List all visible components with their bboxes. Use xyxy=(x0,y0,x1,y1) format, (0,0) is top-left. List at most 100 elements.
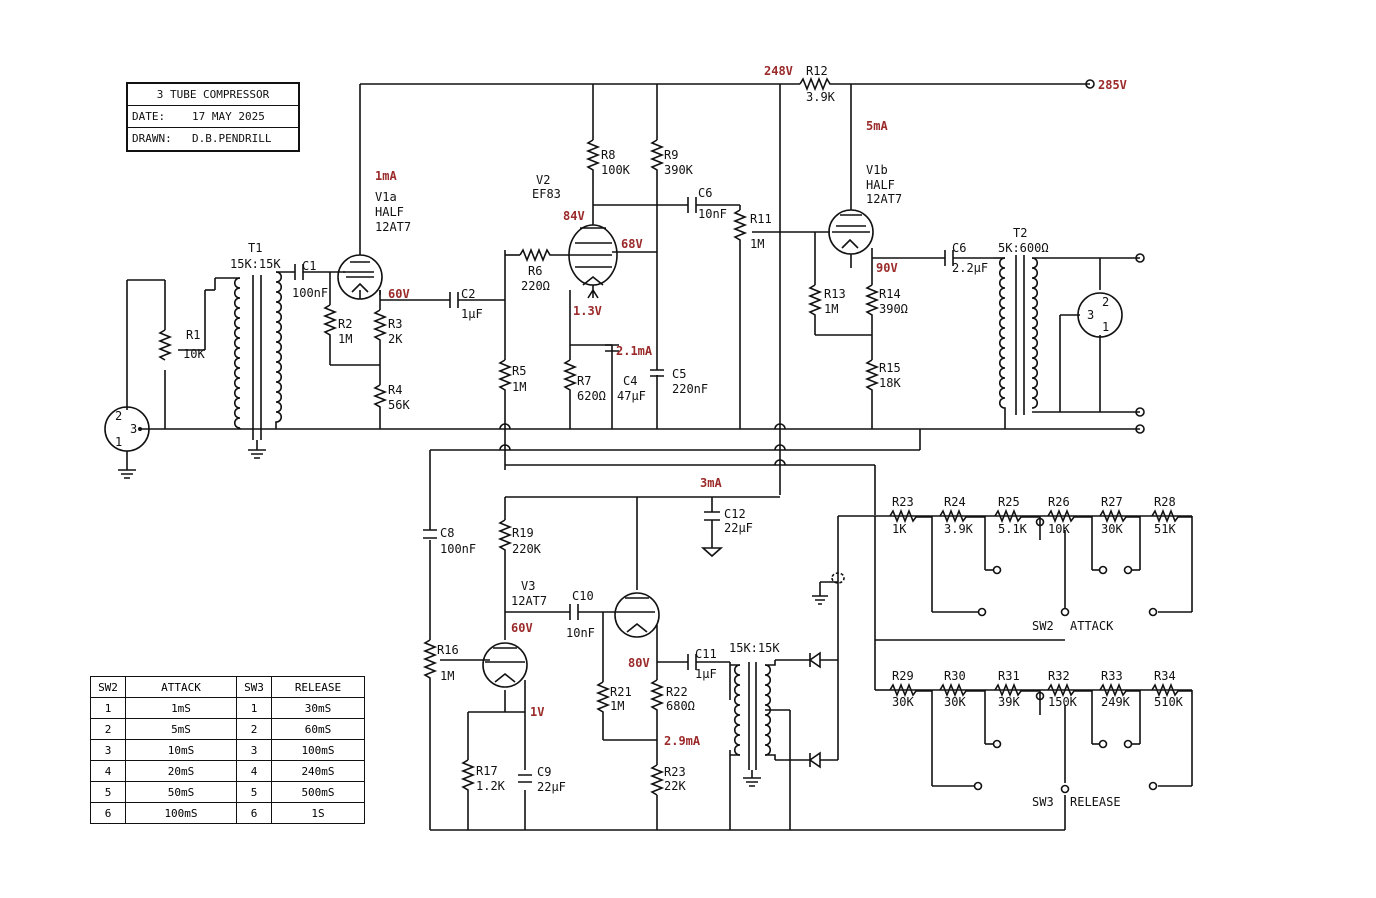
release-resistor-ref: R33 xyxy=(1101,669,1123,683)
table-cell: 6 xyxy=(90,802,126,824)
label-T1: T1 xyxy=(248,241,262,255)
label-R3: R3 xyxy=(388,317,402,331)
R9-zigzag xyxy=(649,139,665,180)
R19-zigzag xyxy=(497,519,513,555)
table-header-cell: SW3 xyxy=(236,676,272,698)
R12-zigzag xyxy=(799,76,840,92)
label-R8-val: 100K xyxy=(601,163,631,177)
transformers xyxy=(233,255,1045,787)
label-R8: R8 xyxy=(601,148,615,162)
release-resistor-ref: R34 xyxy=(1154,669,1176,683)
release-resistor-value: 39K xyxy=(998,695,1020,709)
connectors xyxy=(104,79,1158,794)
label-R4: R4 xyxy=(388,383,402,397)
release-resistor-ref: R29 xyxy=(892,669,914,683)
label-R6: R6 xyxy=(528,264,542,278)
table-cell: 3 xyxy=(90,739,126,761)
table-cell: 4 xyxy=(236,760,272,782)
tubes xyxy=(337,209,874,712)
label-V1b-volt: 90V xyxy=(876,261,898,275)
label-R11-val: 1M xyxy=(750,237,764,251)
table-cell: 60mS xyxy=(271,718,365,740)
label-V3-volt: 60V xyxy=(511,621,533,635)
attack-resistor-ref: R28 xyxy=(1154,495,1176,509)
label-R13: R13 xyxy=(824,287,846,301)
label-V1a: V1a xyxy=(375,190,397,204)
attack-resistor-ref: R25 xyxy=(998,495,1020,509)
R4-zigzag xyxy=(372,384,388,410)
R1-zigzag xyxy=(157,329,173,361)
label-R11: R11 xyxy=(750,212,772,226)
attack-resistor-value: 3.9K xyxy=(944,522,974,536)
table-cell: 6 xyxy=(236,802,272,824)
release-resistor-value: 510K xyxy=(1154,695,1184,709)
label-R2: R2 xyxy=(338,317,352,331)
table-cell: 1 xyxy=(236,697,272,719)
table-header-row: SW2 ATTACK SW3 RELEASE xyxy=(90,676,365,698)
attack-resistor-value: 51K xyxy=(1154,522,1176,536)
tube-v2 xyxy=(568,224,618,299)
label-R3-val: 2K xyxy=(388,332,403,346)
tube-v3b xyxy=(614,592,660,640)
label-C5-val: 220nF xyxy=(672,382,708,396)
title-row: 3 TUBE COMPRESSOR xyxy=(128,84,298,106)
R7-zigzag xyxy=(562,359,578,400)
label-V1a-type: 12AT7 xyxy=(375,220,411,234)
table-cell: 5 xyxy=(236,781,272,803)
drawn-row: DRAWN:D.B.PENDRILL xyxy=(128,128,298,149)
attack-resistor-value: 10K xyxy=(1048,522,1070,536)
table-cell: 1mS xyxy=(125,697,237,719)
label-R22: R22 xyxy=(666,685,688,699)
label-V1a-current: 1mA xyxy=(375,169,397,183)
attack-resistor-ref: R23 xyxy=(892,495,914,509)
label-V2: V2 xyxy=(536,173,550,187)
label-V2-g2: 68V xyxy=(621,237,643,251)
label-release: RELEASE xyxy=(1070,795,1121,809)
label-C4: C4 xyxy=(623,374,637,388)
attack-resistor-ref: R24 xyxy=(944,495,966,509)
label-R1-val: 10K xyxy=(183,347,205,361)
table-cell: 240mS xyxy=(271,760,365,782)
label-R7-val: 620Ω xyxy=(577,389,606,403)
label-C6b-val: 2.2µF xyxy=(952,261,988,275)
label-C12: C12 xyxy=(724,507,746,521)
release-resistor-value: 150K xyxy=(1048,695,1078,709)
label-C8-val: 100nF xyxy=(440,542,476,556)
R11-zigzag xyxy=(732,209,748,245)
label-R14-val: 390Ω xyxy=(879,302,908,316)
attack-resistor-value: 5.1K xyxy=(998,522,1028,536)
label-V3b-volt: 80V xyxy=(628,656,650,670)
label-C1: C1 xyxy=(302,259,316,273)
label-b-voltage: 248V xyxy=(764,64,793,78)
R2-zigzag xyxy=(322,304,338,345)
R5-zigzag xyxy=(497,359,513,400)
label-V1a-volt: 60V xyxy=(388,287,410,301)
label-R19: R19 xyxy=(512,526,534,540)
label-supply: 285V xyxy=(1098,78,1127,92)
label-R5-val: 1M xyxy=(512,380,526,394)
label-current-3: 3mA xyxy=(700,476,722,490)
label-R17: R17 xyxy=(476,764,498,778)
label-C1-val: 100nF xyxy=(292,286,328,300)
release-resistor-value: 30K xyxy=(944,695,966,709)
label-R2-val: 1M xyxy=(338,332,352,346)
label-C11: C11 xyxy=(695,647,717,661)
label-C4-val: 47µF xyxy=(617,389,646,403)
title-block: 3 TUBE COMPRESSOR DATE:17 MAY 2025 DRAWN… xyxy=(126,82,300,152)
label-T3-ratio: 15K:15K xyxy=(729,641,780,655)
label-C6a: C6 xyxy=(698,186,712,200)
table-cell: 1 xyxy=(90,697,126,719)
release-resistor-value: 249K xyxy=(1101,695,1131,709)
label-T1-ratio: 15K:15K xyxy=(230,257,281,271)
table-header-cell: ATTACK xyxy=(125,676,237,698)
table-cell: 10mS xyxy=(125,739,237,761)
label-V3-cath: 1V xyxy=(530,705,544,719)
label-T2: T2 xyxy=(1013,226,1027,240)
label-C12-val: 22µF xyxy=(724,521,753,535)
label-R16: R16 xyxy=(437,643,459,657)
attack-resistor-ref: R27 xyxy=(1101,495,1123,509)
label-xlr-out-1: 1 xyxy=(1102,320,1109,334)
